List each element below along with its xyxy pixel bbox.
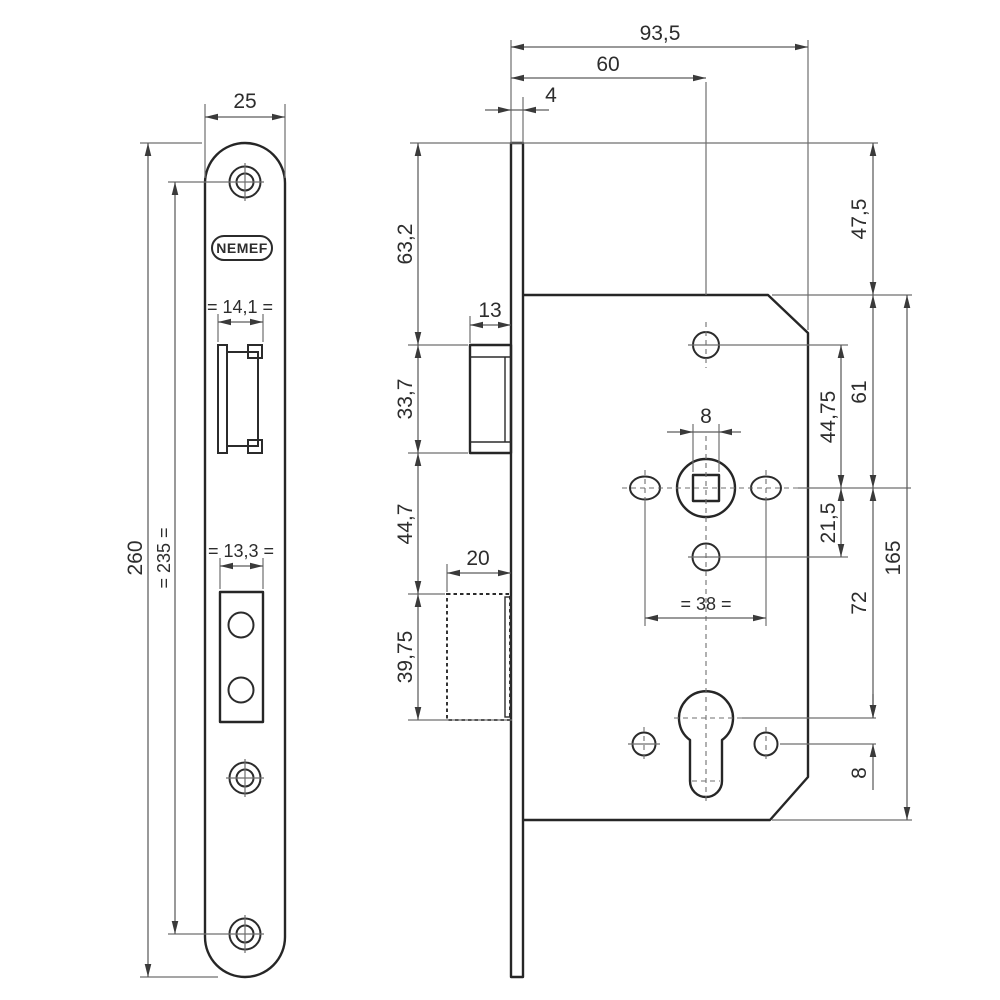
lock-case-side-view bbox=[446, 141, 810, 979]
dim-plate-height: 260 bbox=[124, 540, 147, 575]
latch-bolt bbox=[468, 343, 513, 455]
dim-top-to-body: 47,5 bbox=[848, 199, 871, 240]
dim-latch-depth: 13 bbox=[478, 299, 501, 322]
dim-screw-spacing: = 235 = bbox=[154, 527, 174, 588]
faceplate-outline bbox=[203, 141, 287, 979]
lock-body-outline bbox=[523, 293, 810, 822]
dimensions: 25 260 = 235 = = 14,1 = = 13,3 = 93,5 60… bbox=[124, 22, 911, 977]
dim-fixing-hole-pitch: = 38 = bbox=[680, 594, 731, 614]
deadbolt-hidden bbox=[446, 593, 512, 721]
dim-body-height: 165 bbox=[882, 540, 905, 575]
dim-plate-thickness: 4 bbox=[545, 84, 557, 107]
extension-lines bbox=[140, 40, 912, 978]
dim-spindle-to-lower-hole: 21,5 bbox=[817, 503, 840, 544]
dim-backset: 60 bbox=[596, 53, 619, 76]
dim-spindle-to-cylinder: 72 bbox=[848, 591, 871, 614]
brand-label: NEMEF bbox=[216, 240, 268, 256]
dim-cylinder-to-hole: 8 bbox=[848, 767, 871, 779]
screw-hole-top bbox=[226, 163, 264, 201]
dim-bolt-throw: 20 bbox=[466, 547, 489, 570]
fixing-hole-bottom-left bbox=[628, 731, 660, 757]
fixing-hole-bottom-right bbox=[753, 731, 779, 757]
faceplate-front-view: NEMEF bbox=[203, 141, 287, 979]
dim-plate-width: 25 bbox=[233, 90, 256, 113]
dim-hole-to-spindle: 44,75 bbox=[817, 391, 840, 444]
dim-overall-depth: 93,5 bbox=[640, 22, 681, 45]
dim-bolt-height: 39,75 bbox=[394, 631, 417, 684]
dim-spindle-square: 8 bbox=[700, 405, 712, 428]
screw-hole-mid bbox=[226, 759, 264, 797]
centerlines bbox=[622, 322, 798, 802]
dim-latch-height: 33,7 bbox=[394, 379, 417, 420]
brand-badge: NEMEF bbox=[211, 235, 273, 261]
screw-hole-bottom bbox=[226, 915, 264, 953]
dim-latch-cutout: = 14,1 = bbox=[207, 297, 273, 317]
latch-cutout bbox=[217, 344, 263, 454]
dim-bolt-cutout: = 13,3 = bbox=[208, 541, 274, 561]
deadbolt-cutout bbox=[218, 590, 265, 724]
dim-top-to-latch: 63,2 bbox=[394, 224, 417, 265]
faceplate-edge bbox=[509, 141, 525, 979]
dim-latch-to-bolt: 44,7 bbox=[394, 504, 417, 545]
dim-body-to-spindle: 61 bbox=[848, 380, 871, 403]
